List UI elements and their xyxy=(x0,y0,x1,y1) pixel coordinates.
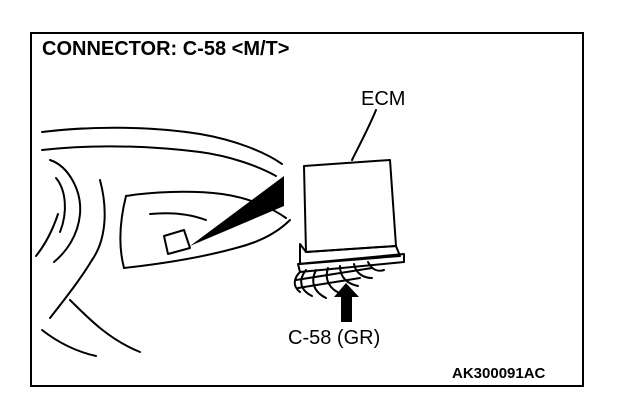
ecm-label: ECM xyxy=(361,88,406,110)
ecm-module xyxy=(297,159,405,273)
diagram-frame xyxy=(30,32,584,387)
callout-wedge xyxy=(190,176,284,246)
connector-label: C-58 (GR) xyxy=(288,327,381,349)
connector-location-marker xyxy=(163,229,191,255)
figure-code: AK300091AC xyxy=(452,365,546,382)
dashboard-outline xyxy=(35,126,291,357)
ecm-leader-line xyxy=(351,109,377,161)
connector-arrow xyxy=(334,283,359,322)
wire-harness xyxy=(293,261,385,299)
page-title: CONNECTOR: C-58 <M/T> xyxy=(42,38,290,60)
